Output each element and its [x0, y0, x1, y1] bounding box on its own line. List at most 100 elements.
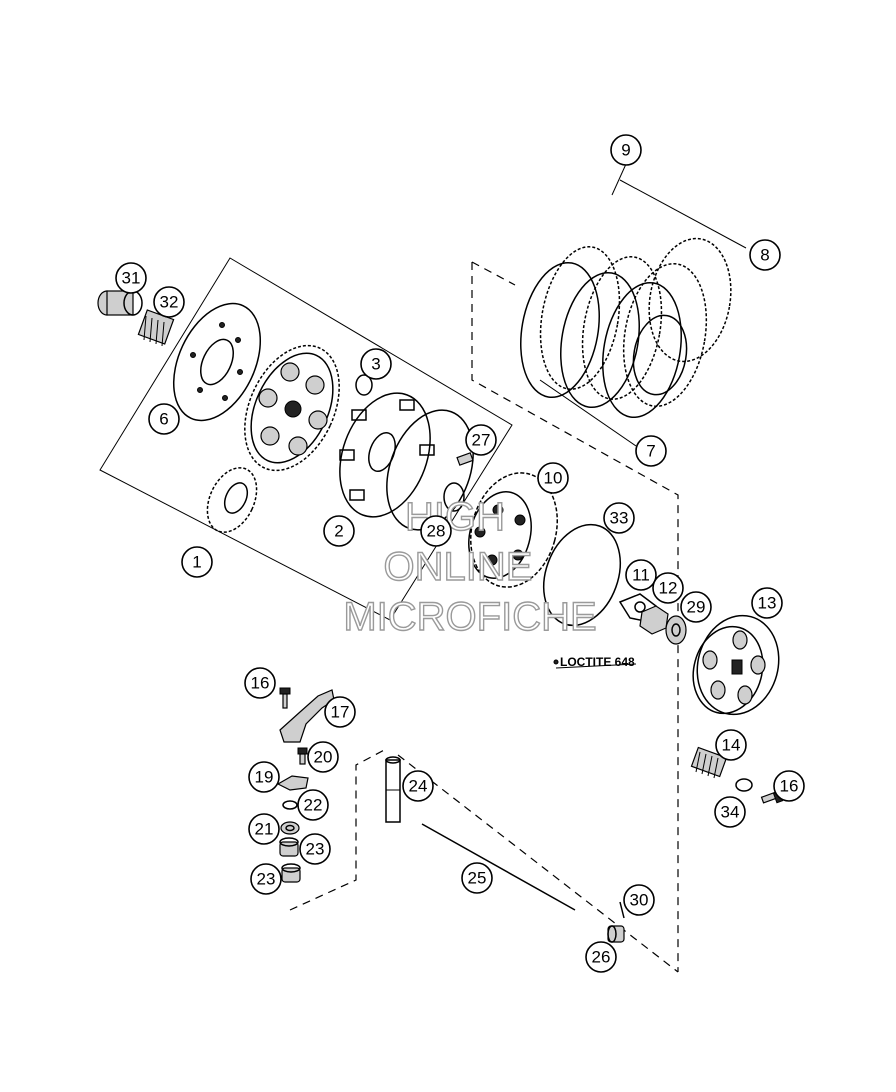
- svg-text:3: 3: [371, 355, 380, 374]
- callout-16-right: 16: [773, 770, 805, 802]
- pressure-plate-part: [692, 614, 780, 716]
- clutch-spring-part: [690, 746, 728, 779]
- dashed-line-pushrod: [397, 754, 679, 973]
- o-ring-part: [543, 523, 621, 627]
- svg-text:17: 17: [331, 703, 350, 722]
- bushing-part: [97, 290, 143, 316]
- callout-23-upper: 23: [299, 833, 331, 865]
- pin-part-30: [619, 901, 625, 919]
- svg-text:33: 33: [610, 509, 629, 528]
- dashed-outline-clutch: [471, 262, 679, 972]
- leader-line-7: [539, 379, 637, 447]
- pressure-piece-part: [607, 925, 625, 943]
- svg-text:1: 1: [192, 553, 201, 572]
- svg-text:9: 9: [621, 141, 630, 160]
- plate-part-19: [276, 775, 309, 791]
- washer-part-34: [735, 778, 753, 792]
- callout-31: 31: [115, 262, 147, 294]
- svg-text:34: 34: [721, 803, 740, 822]
- callout-25: 25: [461, 862, 493, 894]
- callout-13: 13: [751, 587, 783, 619]
- callout-21: 21: [248, 813, 280, 845]
- primary-gear-part: [244, 344, 340, 472]
- svg-text:10: 10: [544, 469, 563, 488]
- callout-8: 8: [749, 239, 781, 271]
- o-ring-part-22: [282, 800, 298, 810]
- callout-20: 20: [307, 741, 339, 773]
- svg-text:28: 28: [427, 522, 446, 541]
- svg-text:27: 27: [472, 431, 491, 450]
- svg-text:32: 32: [160, 293, 179, 312]
- dashed-outline-pushrod: [289, 747, 389, 911]
- svg-text:8: 8: [760, 246, 769, 265]
- svg-text:21: 21: [255, 820, 274, 839]
- callout-3: 3: [360, 348, 392, 380]
- svg-text:22: 22: [304, 796, 323, 815]
- callout-27: 27: [465, 424, 497, 456]
- callout-16-left: 16: [244, 667, 276, 699]
- svg-text:20: 20: [314, 748, 333, 767]
- callout-11: 11: [625, 559, 657, 591]
- clutch-basket-part: [339, 392, 474, 531]
- callout-1: 1: [181, 546, 213, 578]
- small-gear-part: [206, 467, 258, 533]
- seal-part-21: [280, 821, 300, 835]
- callout-2: 2: [323, 515, 355, 547]
- clutch-hub-part: [468, 472, 559, 588]
- svg-text:25: 25: [468, 869, 487, 888]
- callout-26: 26: [585, 941, 617, 973]
- watermark-line3: MICROFICHE: [343, 595, 596, 639]
- screw-part-20: [297, 747, 308, 765]
- callout-28: 28: [420, 515, 452, 547]
- svg-text:14: 14: [722, 736, 741, 755]
- callout-22: 22: [297, 789, 329, 821]
- callout-7: 7: [635, 435, 667, 467]
- svg-text:23: 23: [257, 870, 276, 889]
- watermark: HIGH ONLINE MICROFICHE: [343, 494, 598, 639]
- bolt-part-left: [279, 687, 291, 709]
- svg-text:6: 6: [159, 410, 168, 429]
- svg-text:7: 7: [646, 442, 655, 461]
- bearing-part: [665, 615, 687, 645]
- svg-text:23: 23: [306, 840, 325, 859]
- callout-19: 19: [248, 761, 280, 793]
- loctite-note: LOCTITE 648: [553, 655, 637, 669]
- callout-30: 30: [623, 884, 655, 916]
- svg-text:11: 11: [632, 566, 650, 585]
- dashed-line-plates: [471, 261, 516, 286]
- callout-9: 9: [610, 134, 642, 166]
- pin-part-27: [456, 452, 474, 466]
- svg-text:26: 26: [592, 948, 611, 967]
- callout-29: 29: [680, 591, 712, 623]
- callout-33: 33: [603, 502, 635, 534]
- svg-text:2: 2: [334, 522, 343, 541]
- release-shaft-part: [385, 756, 401, 823]
- callout-24: 24: [402, 770, 434, 802]
- watermark-line1: HIGH: [405, 495, 505, 539]
- thrust-plate-part: [172, 302, 262, 422]
- callout-10: 10: [537, 462, 569, 494]
- svg-text:19: 19: [255, 768, 274, 787]
- callout-34: 34: [714, 796, 746, 828]
- svg-text:24: 24: [409, 777, 428, 796]
- washer-part-28: [443, 482, 465, 512]
- svg-text:30: 30: [630, 891, 649, 910]
- callout-6: 6: [148, 403, 180, 435]
- push-rod-part: [421, 823, 576, 911]
- bearing-part-23-lower: [281, 863, 301, 883]
- callout-17: 17: [324, 696, 356, 728]
- loctite-label: LOCTITE 648: [560, 655, 635, 669]
- callout-14: 14: [715, 729, 747, 761]
- callout-32: 32: [153, 286, 185, 318]
- bearing-part-23-upper: [279, 837, 299, 857]
- leader-line-8: [619, 179, 747, 249]
- svg-text:16: 16: [251, 674, 270, 693]
- leader-line-9: [611, 163, 627, 196]
- watermark-line2: ONLINE: [384, 545, 533, 589]
- svg-text:31: 31: [122, 269, 141, 288]
- svg-text:29: 29: [687, 598, 706, 617]
- svg-text:13: 13: [758, 594, 777, 613]
- clutch-plates-stack: [520, 237, 732, 419]
- assembly-outline-1: [99, 257, 513, 621]
